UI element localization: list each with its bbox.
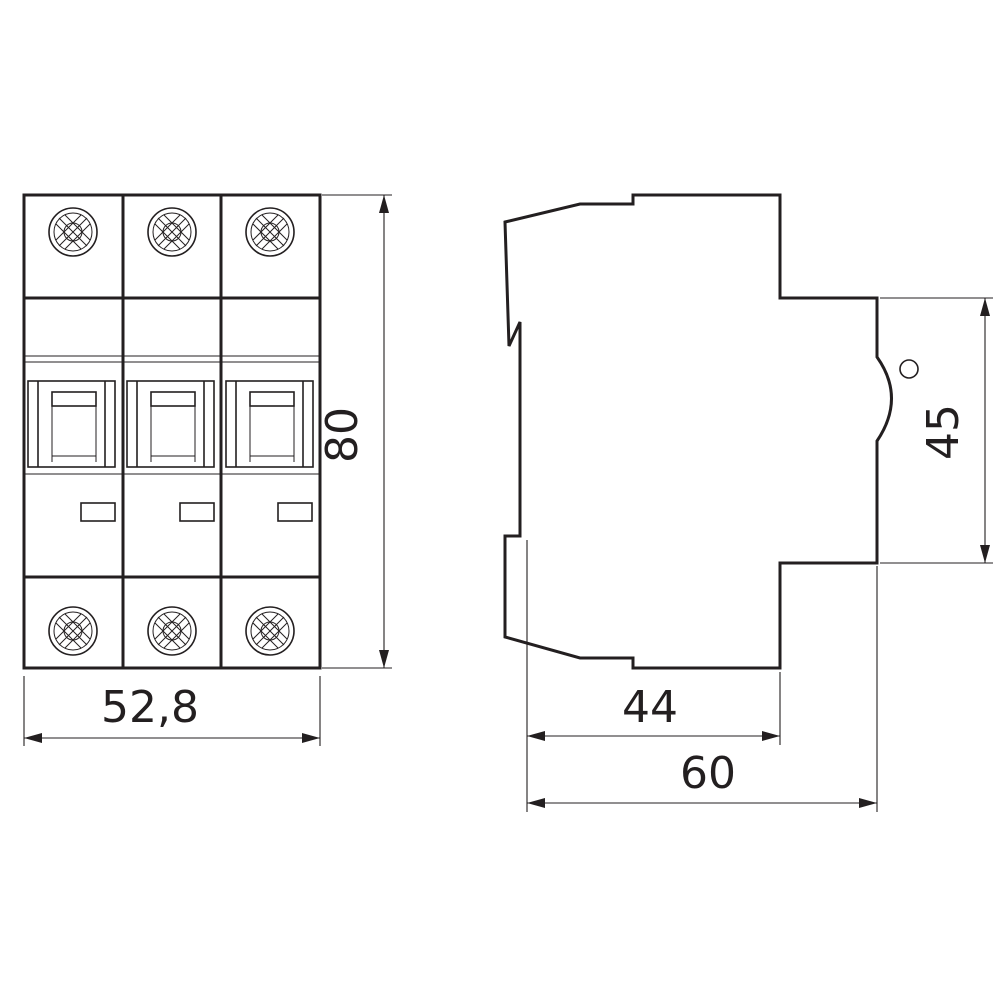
terminal-screw-icon bbox=[147, 606, 197, 656]
status-indicator-window bbox=[179, 502, 215, 522]
dimension-label-total-depth: 60 bbox=[680, 748, 736, 799]
dimension-front-height: 80 bbox=[317, 194, 392, 669]
dimension-side-depth: 44 60 bbox=[526, 540, 878, 812]
dimension-label-height: 80 bbox=[317, 407, 368, 463]
dimension-label-body-depth: 44 bbox=[622, 682, 678, 733]
pole-2 bbox=[126, 207, 215, 656]
terminal-screw-icon bbox=[147, 207, 197, 257]
toggle-handle bbox=[126, 380, 215, 468]
toggle-handle bbox=[225, 380, 314, 468]
status-indicator-window bbox=[277, 502, 313, 522]
pole-1 bbox=[27, 207, 116, 656]
terminal-screw-icon bbox=[48, 606, 98, 656]
dimension-side-height: 45 bbox=[880, 297, 993, 564]
side-profile-outline bbox=[503, 193, 893, 670]
dimension-front-width: 52,8 bbox=[23, 676, 321, 746]
status-indicator-window bbox=[80, 502, 116, 522]
terminal-screw-icon bbox=[245, 207, 295, 257]
side-view bbox=[503, 193, 919, 670]
dimension-label-width: 52,8 bbox=[101, 682, 199, 733]
front-view bbox=[22, 193, 322, 670]
sealing-ring-icon bbox=[899, 359, 919, 379]
pole-3 bbox=[225, 207, 314, 656]
toggle-handle bbox=[27, 380, 116, 468]
terminal-screw-icon bbox=[245, 606, 295, 656]
terminal-screw-icon bbox=[48, 207, 98, 257]
dimension-label-side-height: 45 bbox=[918, 404, 969, 460]
